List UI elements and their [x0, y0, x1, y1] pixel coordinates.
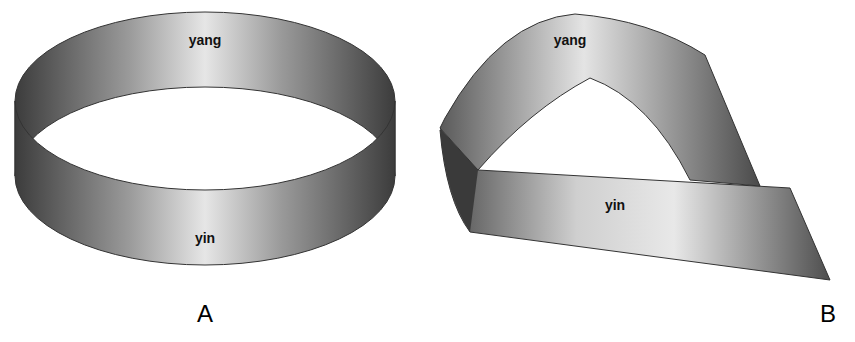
figure-letter: A	[197, 300, 213, 328]
band-label: yin	[195, 230, 215, 246]
band-outline	[430, 0, 850, 290]
band-shape: yang yin	[0, 0, 420, 290]
band-shape: yang yin	[430, 0, 850, 290]
figure-letter: B	[820, 300, 836, 328]
band-label: yin	[605, 197, 625, 213]
band-label: yang	[189, 32, 222, 48]
band-label: yang	[554, 32, 587, 48]
